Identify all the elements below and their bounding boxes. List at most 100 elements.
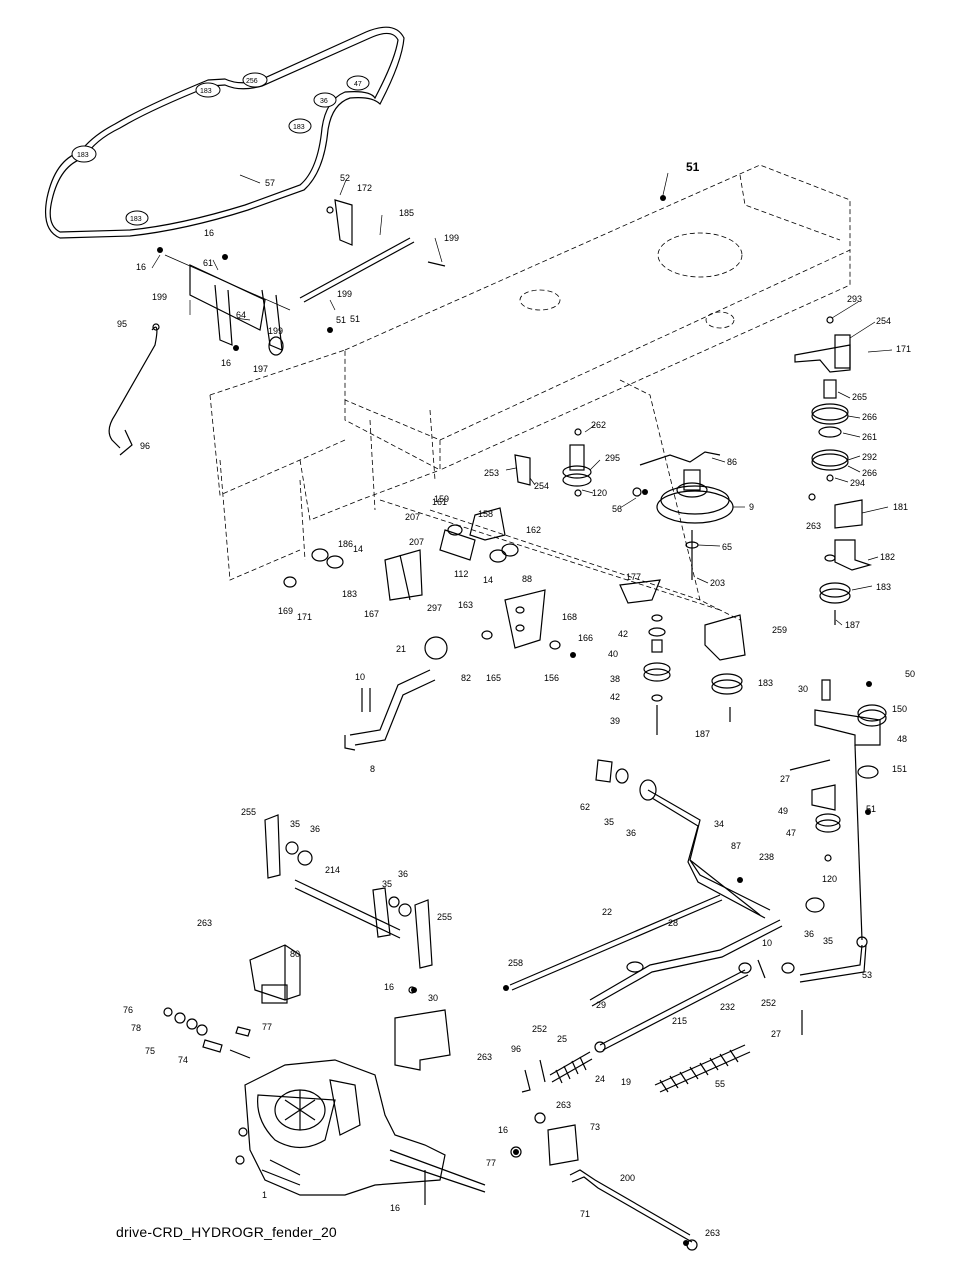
part-callout: 232 xyxy=(720,1002,735,1012)
rod-185 xyxy=(299,199,446,303)
part-callout: 16 xyxy=(384,982,394,992)
part-callout: 14 xyxy=(353,544,363,554)
part-callout: 95 xyxy=(117,319,127,329)
part-callout: 50 xyxy=(905,669,915,679)
part-callout: 197 xyxy=(253,364,268,374)
part-callout: 255 xyxy=(241,807,256,817)
part-callout: 35 xyxy=(290,819,300,829)
part-callout: 86 xyxy=(727,457,737,467)
drive-belt xyxy=(44,26,405,239)
rod-214 xyxy=(294,879,433,969)
bracket-30-lower xyxy=(394,986,451,1071)
part-callout: 64 xyxy=(236,310,246,320)
part-callout: 36 xyxy=(398,869,408,879)
idler-bracket-254 xyxy=(794,316,851,373)
spring-86 xyxy=(639,451,721,466)
part-callout: 27 xyxy=(771,1029,781,1039)
spindle-295 xyxy=(562,428,592,497)
pulley-183-center xyxy=(711,673,743,722)
part-callout: 87 xyxy=(731,841,741,851)
part-callout: 56 xyxy=(612,504,622,514)
leader-lines xyxy=(151,172,893,626)
part-callout: 96 xyxy=(140,441,150,451)
part-callout: 88 xyxy=(522,574,532,584)
part-callout: 258 xyxy=(508,958,523,968)
part-callout: 294 xyxy=(850,478,865,488)
small-parts-75 xyxy=(163,1007,251,1053)
part-callout: 207 xyxy=(409,537,424,547)
spring-25 xyxy=(521,1041,606,1093)
part-callout: 48 xyxy=(897,734,907,744)
part-callout: 159 xyxy=(434,494,449,504)
bracket-253 xyxy=(514,454,531,486)
part-callout: 16 xyxy=(204,228,214,238)
part-callout: 14 xyxy=(483,575,493,585)
part-callout: 42 xyxy=(610,692,620,702)
part-callout: 57 xyxy=(265,178,275,188)
diagram-caption: drive-CRD_HYDROGR_fender_20 xyxy=(116,1224,337,1240)
part-callout: 161 xyxy=(432,497,447,507)
part-callout: 8 xyxy=(370,764,375,774)
part-callout: 65 xyxy=(722,542,732,552)
part-callout: 262 xyxy=(591,420,606,430)
part-callout: 263 xyxy=(556,1100,571,1110)
part-callout: 293 xyxy=(847,294,862,304)
part-callout: 171 xyxy=(896,344,911,354)
part-callout: 177 xyxy=(626,572,641,582)
part-callout: 163 xyxy=(458,600,473,610)
bracket-182 xyxy=(824,539,873,571)
bracket-167 xyxy=(283,548,423,601)
part-callout: 150 xyxy=(892,704,907,714)
part-callout: 295 xyxy=(605,453,620,463)
part-callout: 38 xyxy=(610,674,620,684)
part-callout-emphasis: 51 xyxy=(686,160,700,174)
bracket-88 xyxy=(481,589,561,650)
part-callout: 42 xyxy=(618,629,628,639)
part-callout: 169 xyxy=(278,606,293,616)
part-callout: 172 xyxy=(357,183,372,193)
part-callout: 24 xyxy=(595,1074,605,1084)
part-callout: 252 xyxy=(761,998,776,1008)
belt-label: 256 xyxy=(246,78,258,85)
part-callout: 61 xyxy=(203,258,213,268)
part-callout: 199 xyxy=(268,326,283,336)
part-callout: 62 xyxy=(580,802,590,812)
part-callout: 82 xyxy=(461,673,471,683)
part-callout: 168 xyxy=(562,612,577,622)
part-callout: 36 xyxy=(804,929,814,939)
part-callout: 47 xyxy=(786,828,796,838)
part-callout: 30 xyxy=(428,993,438,1003)
part-callout: 183 xyxy=(342,589,357,599)
part-callout: 1 xyxy=(262,1190,267,1200)
part-callout: 76 xyxy=(123,1005,133,1015)
part-callout: 171 xyxy=(297,612,312,622)
pulley-9 xyxy=(632,469,734,580)
part-callout: 27 xyxy=(780,774,790,784)
part-callout: 75 xyxy=(145,1046,155,1056)
arm-48 xyxy=(789,679,887,941)
belt-label: 183 xyxy=(77,152,89,159)
part-callout: 253 xyxy=(484,468,499,478)
part-callout: 35 xyxy=(823,936,833,946)
belt-label: 183 xyxy=(130,216,142,223)
link-rod-95 xyxy=(108,323,160,456)
part-callout: 49 xyxy=(778,806,788,816)
part-callout: 263 xyxy=(477,1052,492,1062)
part-callout: 16 xyxy=(136,262,146,272)
pulley-183-right xyxy=(819,582,851,625)
part-callout: 259 xyxy=(772,625,787,635)
belt-label: 47 xyxy=(354,81,362,88)
bracket-259 xyxy=(704,614,746,661)
part-callout: 40 xyxy=(608,649,618,659)
part-callout: 215 xyxy=(672,1016,687,1026)
part-callout: 207 xyxy=(405,512,420,522)
part-callout: 16 xyxy=(390,1203,400,1213)
part-callout: 36 xyxy=(626,828,636,838)
part-callout: 16 xyxy=(221,358,231,368)
part-callout: 199 xyxy=(152,292,167,302)
part-callout: 261 xyxy=(862,432,877,442)
link-255 xyxy=(264,814,313,879)
part-callout: 25 xyxy=(557,1034,567,1044)
part-callout: 28 xyxy=(668,918,678,928)
